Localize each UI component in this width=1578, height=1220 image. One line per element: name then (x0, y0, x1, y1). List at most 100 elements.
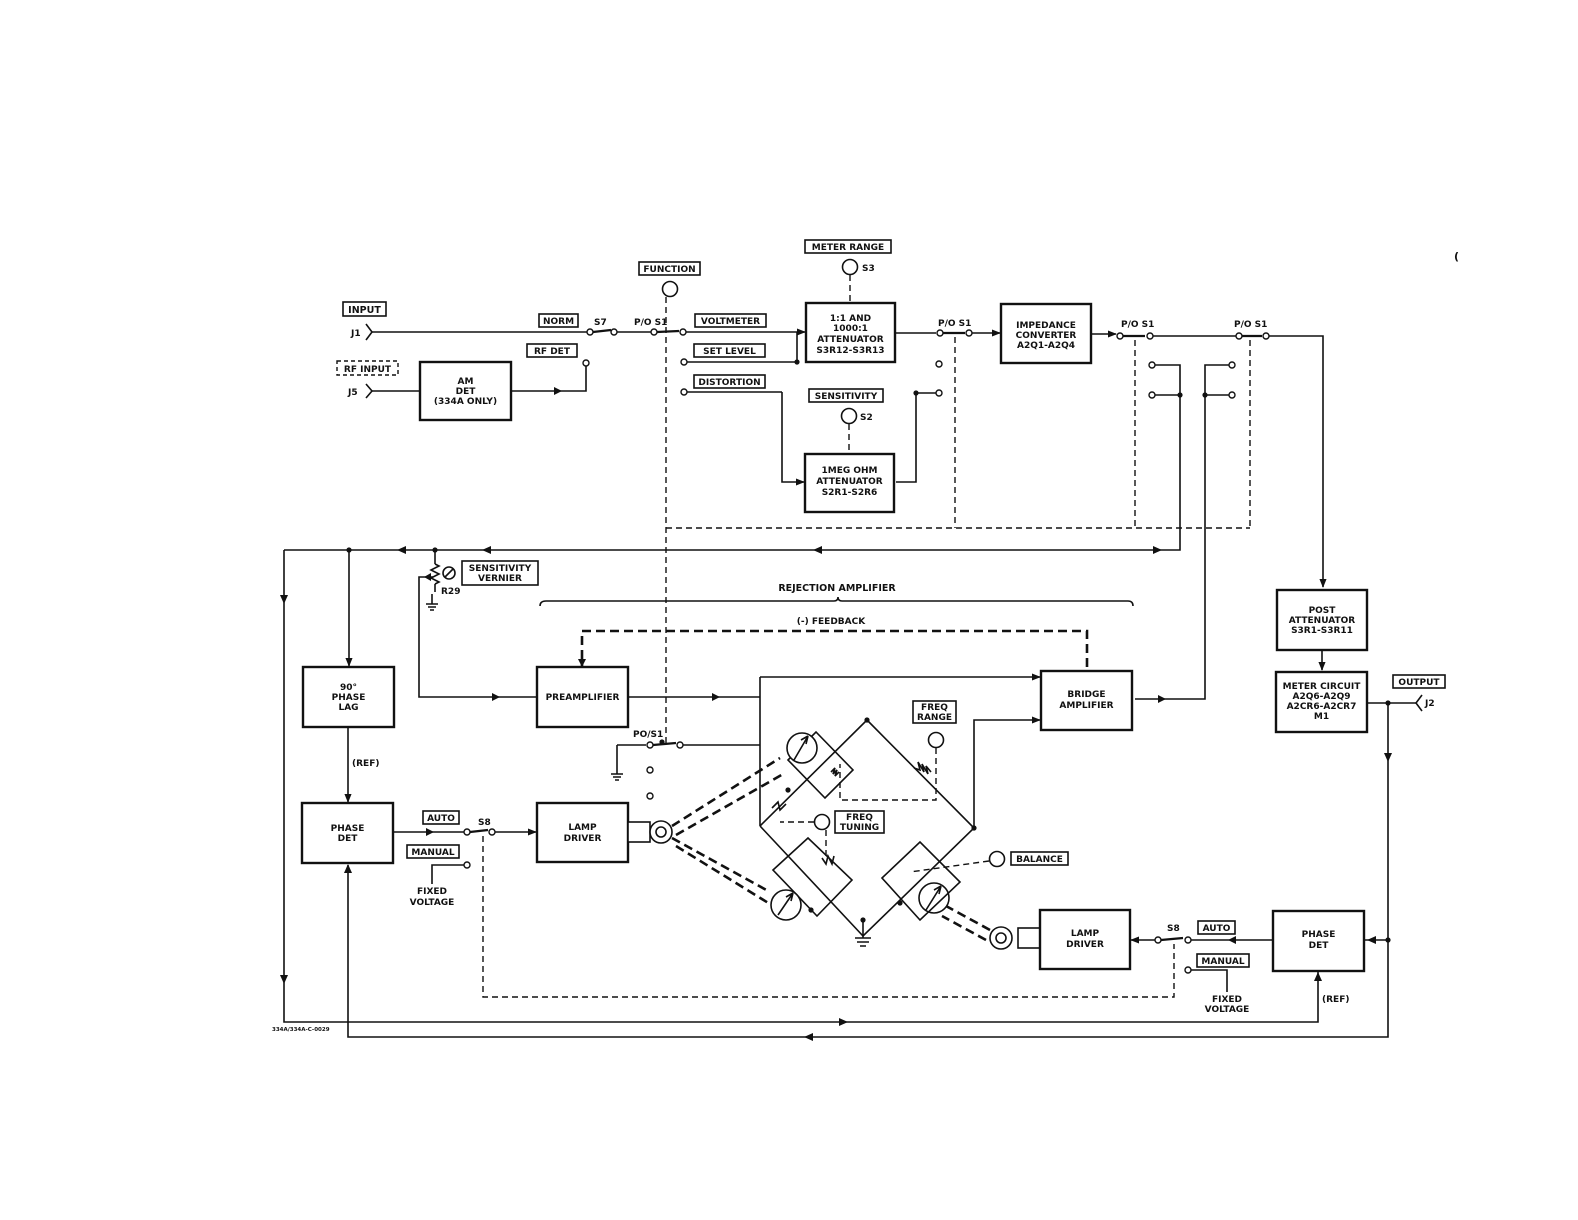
lamp-driver-right-line-1: LAMP (1071, 929, 1100, 939)
arrow-bus-1 (813, 546, 822, 554)
upper-photocell-a (786, 732, 818, 764)
s7-blade (592, 328, 612, 334)
wire-vernier-wiper (418, 576, 536, 698)
r29-resistor (429, 563, 441, 585)
impedance-converter-line-2: CONVERTER (1016, 331, 1077, 341)
j1-connector (365, 323, 373, 341)
output-tag (1392, 674, 1446, 689)
s8-left-label: S8 (478, 818, 491, 828)
output-label: OUTPUT (1398, 678, 1440, 688)
r29-label: R29 (441, 587, 460, 597)
arrow-am-out (554, 387, 562, 395)
am-det-line-1: AM (458, 377, 474, 387)
wire-s1c-bridge-a (1155, 364, 1181, 395)
set-level-tag (693, 343, 766, 358)
s7-terminal-a (586, 328, 594, 336)
norm-tag (538, 313, 579, 328)
post-attenuator-line-2: ATTENUATOR (1289, 616, 1356, 626)
po-s1-e-ground-icon (611, 773, 623, 781)
s8-left-terminal-a (463, 828, 471, 836)
meg-return-node (913, 390, 919, 396)
wire-s1d-bridge-a (1204, 364, 1229, 395)
bridge-amplifier-line-1: BRIDGE (1067, 690, 1105, 700)
meter-range-tag (804, 239, 892, 254)
po-s1-b-label: P/O S1 (938, 319, 971, 329)
freq-range-linkage (839, 748, 937, 801)
j1-label: J1 (350, 329, 361, 339)
s8-right-blade (1160, 936, 1184, 942)
function-knob (661, 280, 679, 298)
input-label: INPUT (348, 305, 381, 316)
post-attenuator-line-1: POST (1309, 606, 1337, 616)
balance-tag (1010, 851, 1069, 866)
wire-ref-right (283, 971, 1319, 1023)
sensitivity-label: SENSITIVITY (815, 392, 878, 402)
bridge-resistor (913, 761, 932, 775)
s1e-terminal-d (646, 792, 654, 800)
s8-left-blade (469, 828, 489, 834)
bridge-amplifier-block (1039, 669, 1134, 732)
edge-mark: ( (1454, 250, 1459, 263)
arrow-left-rail-1 (280, 595, 288, 604)
freq-range-knob (927, 731, 945, 749)
wire-bottom-return (347, 865, 1389, 1038)
meg-attenuator-block (803, 452, 896, 514)
meg-attenuator-line-2: ATTENUATOR (816, 477, 883, 487)
light-path-right (941, 904, 991, 942)
attenuator-1000-line-3: ATTENUATOR (817, 335, 884, 345)
s1c-terminal-b (1146, 332, 1154, 340)
arrow-bus-3 (397, 546, 406, 554)
bridge-node-top (864, 717, 870, 723)
wire-bridge-amp-return (1135, 395, 1206, 700)
upper-node (785, 787, 791, 793)
sensitivity-knob (840, 407, 858, 425)
meter-circuit-line-3: A2CR6-A2CR7 (1287, 702, 1357, 712)
meg-attenuator-line-1: 1MEG OHM (821, 466, 877, 476)
s1d-terminal-d (1228, 391, 1236, 399)
meter-circuit-block (1274, 670, 1369, 734)
s1e-terminal-b (676, 741, 684, 749)
freq-range-line-1: FREQ (921, 703, 948, 713)
j2-label: J2 (1424, 699, 1435, 709)
s1e-terminal-c (646, 766, 654, 774)
arrow-output-down (1384, 753, 1392, 762)
s2-label: S2 (860, 413, 873, 423)
s1-blade (656, 329, 680, 334)
arrow-bus-2 (482, 546, 491, 554)
wire-meg-return (896, 392, 936, 483)
auto-left-label: AUTO (427, 814, 455, 824)
arrow-phase-det-out (426, 828, 434, 836)
am-det-line-3: (334A ONLY) (434, 397, 497, 407)
manual-left-label: MANUAL (411, 848, 454, 858)
arrow-wiper (424, 573, 431, 581)
wire-fixed-voltage-left (431, 864, 464, 884)
lamp-left-filament (655, 826, 667, 838)
arrow-ref-right (839, 1018, 848, 1026)
lamp-driver-left-block (535, 801, 630, 864)
phase-det-left-line-2: DET (338, 834, 359, 844)
feedback-label: (-) FEEDBACK (797, 617, 866, 627)
freq-range-tag (912, 700, 957, 724)
light-path-lower (671, 836, 771, 906)
lower-photocell-b-arrow (925, 885, 942, 911)
preamplifier-label: PREAMPLIFIER (546, 693, 620, 703)
meter-range-label: METER RANGE (812, 243, 884, 253)
wire-bridge-right-out (973, 716, 1041, 828)
s3-label: S3 (862, 264, 875, 274)
wire-am-out (511, 366, 587, 392)
distortion-terminal (680, 388, 688, 396)
attenuator-1000-line-1: 1:1 AND (830, 314, 871, 324)
arrow-bridge-out (1158, 695, 1166, 703)
s1b-terminal-d (935, 389, 943, 397)
meter-circuit-line-4: M1 (1314, 712, 1329, 722)
distortion-label: DISTORTION (698, 378, 760, 388)
rf-input-label: RF INPUT (344, 365, 392, 375)
arrow-preamp-out (712, 693, 720, 701)
bridge-diamond-right (759, 719, 976, 938)
po-s1-a-label: P/O S1 (634, 318, 667, 328)
s1d-terminal-b (1262, 332, 1270, 340)
phase-det-right-line-2: DET (1309, 941, 1330, 951)
meter-circuit-line-2: A2Q6-A2Q9 (1292, 692, 1350, 702)
